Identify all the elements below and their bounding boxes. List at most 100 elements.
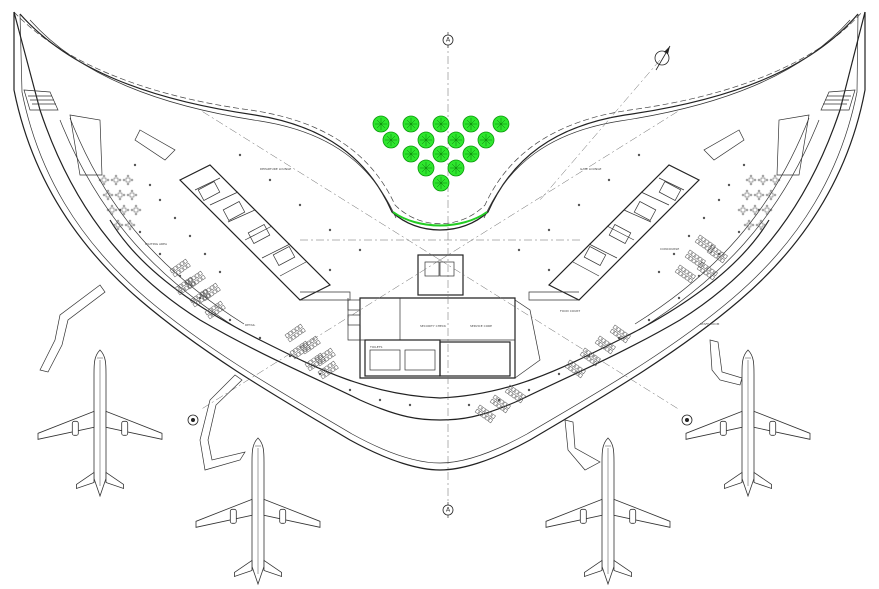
tree-icon	[432, 145, 450, 163]
seat-row	[609, 324, 631, 344]
table-icon	[110, 174, 122, 186]
column-grid	[118, 153, 761, 407]
column-icon	[408, 403, 412, 407]
column-icon	[188, 234, 192, 238]
aircraft-icon	[195, 437, 321, 586]
tree-icon	[477, 131, 495, 149]
column-icon	[547, 268, 551, 272]
column-icon	[637, 153, 641, 157]
column-icon	[687, 234, 691, 238]
seat-row	[489, 394, 511, 414]
grid-marker-left	[187, 414, 199, 426]
table-icon	[769, 174, 781, 186]
left-gate-modules	[134, 129, 351, 301]
terminal-outline	[13, 11, 866, 471]
passenger-boarding-bridge-icon	[709, 339, 743, 386]
column-icon	[298, 203, 302, 207]
aircraft-icon	[545, 437, 671, 586]
tree-icon	[462, 115, 480, 133]
table-icon	[765, 189, 777, 201]
table-icon	[98, 174, 110, 186]
column-icon	[547, 228, 551, 232]
column-icon	[717, 198, 721, 202]
column-icon	[198, 296, 202, 300]
seat-row	[594, 335, 616, 355]
column-icon	[517, 248, 521, 252]
tree-icon	[372, 115, 390, 133]
tree-icon	[492, 115, 510, 133]
section-marker-top: A	[442, 32, 454, 48]
seat-row	[317, 360, 339, 380]
column-icon	[607, 178, 611, 182]
seat-row	[579, 347, 601, 367]
cafe-tables-right	[737, 174, 781, 231]
column-icon	[318, 372, 322, 376]
table-icon	[743, 219, 755, 231]
table-icon	[757, 174, 769, 186]
column-icon	[497, 398, 501, 402]
column-icon	[173, 216, 177, 220]
table-icon	[126, 189, 138, 201]
seat-row	[674, 264, 696, 284]
column-icon	[702, 216, 706, 220]
seat-row	[304, 352, 326, 372]
column-icon	[577, 203, 581, 207]
passenger-boarding-bridges	[39, 284, 743, 471]
seat-row	[706, 244, 728, 264]
seat-row	[174, 276, 196, 296]
table-icon	[755, 219, 767, 231]
tree-icon	[432, 174, 450, 192]
section-marker-icon	[442, 34, 454, 46]
table-icon	[753, 189, 765, 201]
table-icon	[741, 189, 753, 201]
aircraft-icon	[685, 349, 811, 498]
column-icon	[158, 252, 162, 256]
passenger-boarding-bridge-icon	[39, 284, 106, 373]
seat-row	[284, 323, 306, 343]
structural-grid	[199, 40, 681, 510]
column-icon	[657, 270, 661, 274]
grid-marker-right	[681, 414, 693, 426]
column-icon	[677, 296, 681, 300]
tree-icon	[382, 131, 400, 149]
column-icon	[617, 336, 621, 340]
seat-row	[199, 282, 221, 302]
column-icon	[358, 248, 362, 252]
room-label: FOOD COURT	[560, 309, 580, 313]
column-icon	[742, 163, 746, 167]
table-icon	[124, 219, 136, 231]
tree-icon	[462, 145, 480, 163]
seat-row	[169, 258, 191, 278]
seat-row	[189, 288, 211, 308]
seat-row	[504, 384, 526, 404]
landscape-edge	[392, 211, 488, 227]
north-arrow-icon	[654, 45, 671, 71]
column-icon	[378, 398, 382, 402]
tree-icon	[417, 131, 435, 149]
column-icon	[672, 252, 676, 256]
seating-areas	[169, 234, 728, 424]
table-icon	[114, 189, 126, 201]
tree-icon	[402, 145, 420, 163]
column-icon	[328, 268, 332, 272]
table-icon	[106, 204, 118, 216]
column-icon	[133, 163, 137, 167]
column-icon	[228, 318, 232, 322]
right-wingtip-stairs	[776, 89, 856, 176]
column-icon	[348, 388, 352, 392]
section-marker-icon	[442, 504, 454, 516]
table-icon	[122, 174, 134, 186]
table-icon	[112, 219, 124, 231]
seat-row	[204, 300, 226, 320]
tree-icon	[432, 115, 450, 133]
table-icon	[749, 204, 761, 216]
tree-icon	[402, 115, 420, 133]
room-label: WAITING AREA	[145, 242, 168, 246]
column-icon	[203, 252, 207, 256]
tree-icon	[447, 131, 465, 149]
seat-row	[684, 249, 706, 269]
column-icon	[557, 372, 561, 376]
column-icon	[218, 270, 222, 274]
column-icon	[288, 354, 292, 358]
